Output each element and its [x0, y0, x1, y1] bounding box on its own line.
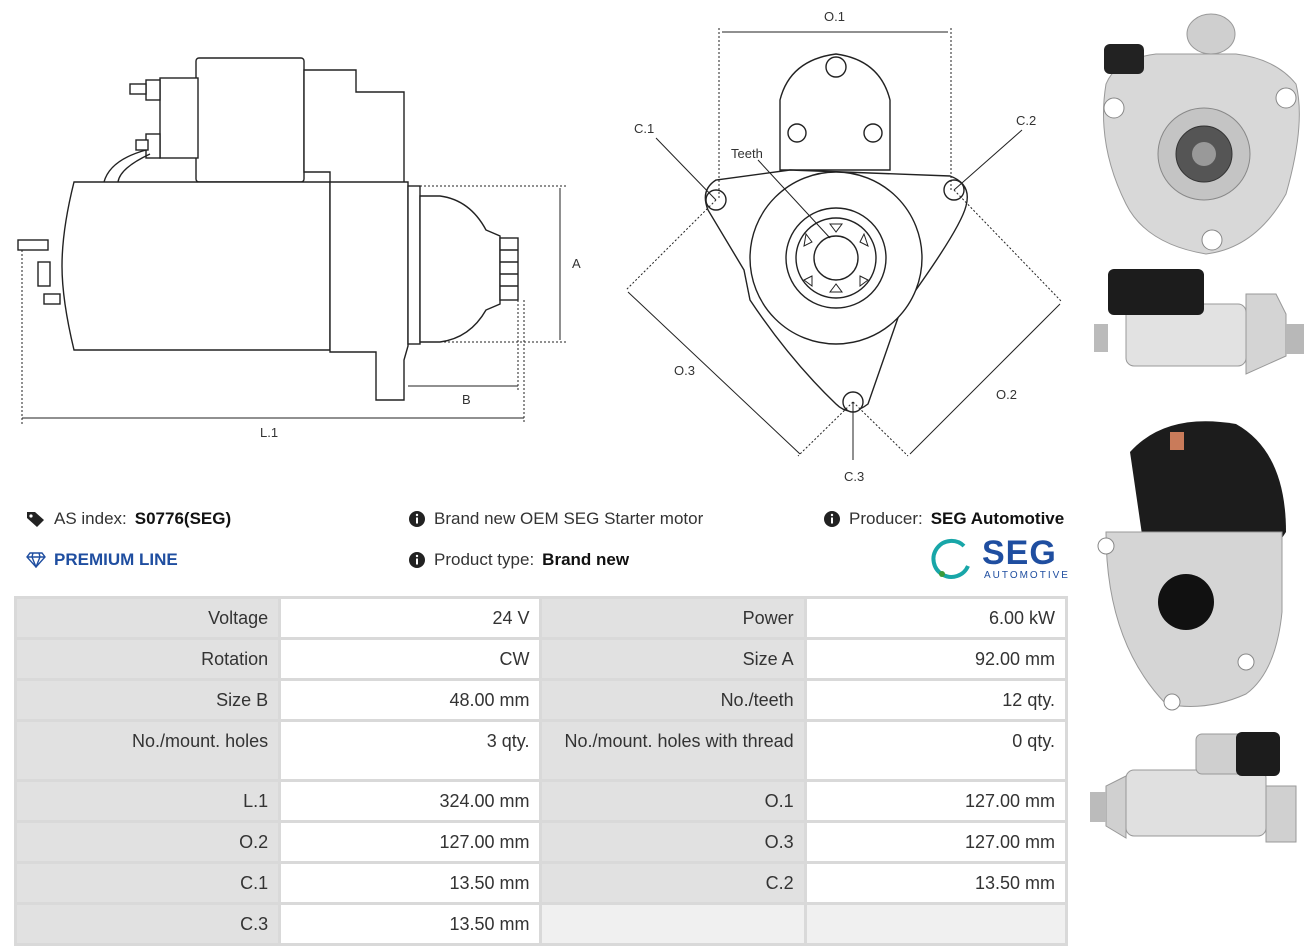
spec-key-empty: [542, 905, 804, 943]
spec-key: Voltage: [17, 599, 279, 637]
side-view-drawing: A B L.1: [17, 57, 581, 440]
description-text: Brand new OEM SEG Starter motor: [434, 509, 704, 528]
premium-line-badge: PREMIUM LINE: [26, 550, 178, 570]
seg-logo-mark: [931, 538, 970, 579]
seg-logo-sub: AUTOMOTIVE: [984, 570, 1070, 581]
product-photo-front: [1103, 13, 1300, 255]
spec-value: 24 V: [281, 599, 540, 637]
dim-c2-label: C.2: [1016, 113, 1036, 128]
seg-logo-name: SEG: [982, 534, 1057, 572]
spec-value: 13.50 mm: [806, 864, 1065, 902]
spec-value: 324.00 mm: [281, 782, 540, 820]
spec-value: 127.00 mm: [806, 782, 1065, 820]
table-row: C.1 13.50 mm C.2 13.50 mm: [17, 864, 1065, 902]
spec-value-empty: [806, 905, 1065, 943]
product-type-value: Brand new: [542, 550, 630, 569]
table-row: Rotation CW Size A 92.00 mm: [17, 640, 1065, 678]
spec-key: Size B: [17, 681, 279, 719]
dim-o3-label: O.3: [674, 363, 695, 378]
front-view-drawing: O.1 C.1 C.2 Teeth O.3 O.2 C.3: [625, 9, 1063, 484]
spec-value: 48.00 mm: [281, 681, 540, 719]
spec-value: 6.00 kW: [806, 599, 1065, 637]
product-photo-rear: [1097, 421, 1286, 711]
spec-key: No./mount. holes: [17, 722, 279, 779]
spec-key: Size A: [542, 640, 804, 678]
spec-value: 13.50 mm: [281, 864, 540, 902]
product-type-label: Product type:: [434, 550, 535, 569]
premium-line-label: PREMIUM LINE: [54, 550, 178, 569]
product-photo-side-2: [1090, 732, 1297, 843]
info-icon: [409, 511, 425, 527]
info-icon: [409, 552, 425, 568]
solenoid-shape: [195, 57, 305, 183]
as-index-row: AS index: S0776(SEG): [26, 509, 231, 529]
seg-logo: SEG AUTOMOTIVE: [930, 534, 1070, 586]
spec-key: O.3: [542, 823, 804, 861]
spec-key: O.2: [17, 823, 279, 861]
dim-c3-label: C.3: [844, 469, 864, 484]
producer-value: SEG Automotive: [930, 509, 1065, 528]
spec-key: O.1: [542, 782, 804, 820]
tag-icon: [27, 512, 44, 527]
spec-key: C.2: [542, 864, 804, 902]
spec-value: 3 qty.: [281, 722, 540, 779]
spec-value: 0 qty.: [806, 722, 1065, 779]
table-row: No./mount. holes 3 qty. No./mount. holes…: [17, 722, 1065, 779]
table-row: C.3 13.50 mm: [17, 905, 1065, 943]
diamond-icon: [26, 552, 46, 568]
spec-key: C.1: [17, 864, 279, 902]
teeth-label: Teeth: [731, 146, 763, 161]
solenoid-cap: [159, 77, 199, 159]
as-index-label: AS index:: [54, 509, 127, 528]
dim-c1-label: C.1: [634, 121, 654, 136]
description-row: Brand new OEM SEG Starter motor: [408, 509, 703, 529]
dim-l1-label: L.1: [260, 425, 278, 440]
dim-a-label: A: [572, 256, 581, 271]
spec-value: 13.50 mm: [281, 905, 540, 943]
dim-o1-label: O.1: [824, 9, 845, 24]
table-row: Voltage 24 V Power 6.00 kW: [17, 599, 1065, 637]
spec-value: 12 qty.: [806, 681, 1065, 719]
spec-value: 127.00 mm: [806, 823, 1065, 861]
spec-key: L.1: [17, 782, 279, 820]
motor-body-shape: [61, 181, 331, 351]
spec-key: No./teeth: [542, 681, 804, 719]
spec-value: 127.00 mm: [281, 823, 540, 861]
dim-b-label: B: [462, 392, 471, 407]
spec-key: C.3: [17, 905, 279, 943]
dim-o2-label: O.2: [996, 387, 1017, 402]
info-icon: [824, 511, 840, 527]
producer-label: Producer:: [849, 509, 923, 528]
spec-key: Rotation: [17, 640, 279, 678]
producer-row: Producer: SEG Automotive: [823, 509, 1064, 529]
spec-value: 92.00 mm: [806, 640, 1065, 678]
spec-key: No./mount. holes with thread: [542, 722, 804, 779]
spec-key: Power: [542, 599, 804, 637]
product-photo-side: [1094, 269, 1304, 375]
table-row: Size B 48.00 mm No./teeth 12 qty.: [17, 681, 1065, 719]
table-row: O.2 127.00 mm O.3 127.00 mm: [17, 823, 1065, 861]
product-type-row: Product type: Brand new: [408, 550, 629, 570]
spec-value: CW: [281, 640, 540, 678]
table-row: L.1 324.00 mm O.1 127.00 mm: [17, 782, 1065, 820]
as-index-value: S0776(SEG): [134, 509, 232, 528]
spec-table: Voltage 24 V Power 6.00 kW Rotation CW S…: [14, 596, 1068, 946]
